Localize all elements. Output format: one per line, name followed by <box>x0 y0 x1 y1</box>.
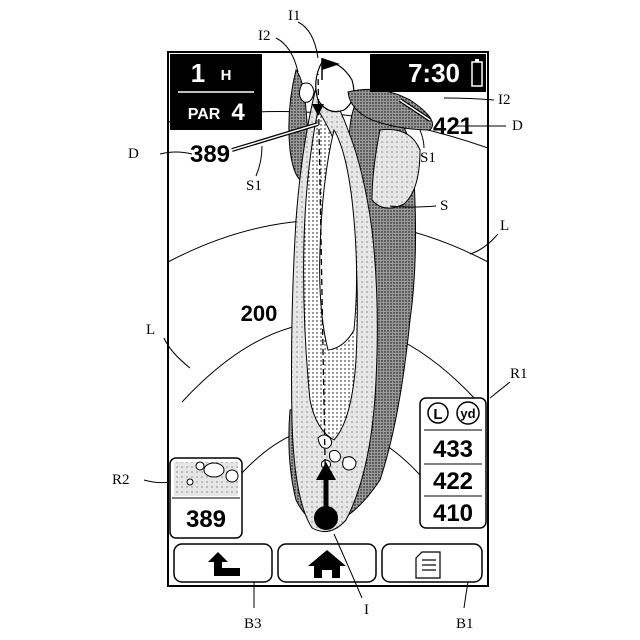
unit-badge: yd <box>457 402 479 424</box>
distance-panel-right[interactable]: L yd 433 422 410 <box>420 398 486 528</box>
svg-text:I2: I2 <box>498 92 511 108</box>
clock-box: 7:30 <box>370 54 486 92</box>
distance-row-1: 433 <box>433 436 473 463</box>
hole-number: 1 <box>191 58 205 88</box>
par-label: PAR <box>188 106 221 123</box>
clock-time: 7:30 <box>408 58 460 88</box>
svg-text:I: I <box>364 602 369 618</box>
distance-row-3: 410 <box>433 500 473 527</box>
home-button[interactable] <box>278 544 376 582</box>
back-button[interactable] <box>174 544 272 582</box>
svg-text:L: L <box>146 322 155 338</box>
distance-row-2: 422 <box>433 468 473 495</box>
svg-text:D: D <box>512 118 523 134</box>
hole-unit: H <box>221 67 232 84</box>
par-value: 4 <box>231 99 245 126</box>
svg-text:I1: I1 <box>288 8 301 24</box>
scorecard-button[interactable] <box>382 544 482 582</box>
green-thumbnail-icon <box>174 462 238 496</box>
svg-text:S: S <box>440 198 448 214</box>
left-panel-value: 389 <box>186 506 226 533</box>
distance-arc-label: 200 <box>241 301 278 326</box>
layup-badge: L <box>428 403 448 423</box>
svg-text:I2: I2 <box>258 28 271 44</box>
svg-text:S1: S1 <box>420 150 436 166</box>
svg-text:B1: B1 <box>456 616 474 632</box>
player-marker-icon <box>314 506 338 530</box>
svg-text:yd: yd <box>460 406 475 421</box>
distance-left: 389 <box>190 141 230 168</box>
svg-text:L: L <box>433 406 442 423</box>
svg-text:D: D <box>128 146 139 162</box>
scorecard-icon <box>416 552 440 578</box>
svg-text:L: L <box>500 218 509 234</box>
distance-panel-left[interactable]: 389 <box>170 458 242 538</box>
hazard-top-left <box>299 83 314 102</box>
hole-info-box: 1 H PAR 4 <box>170 54 262 130</box>
svg-text:S1: S1 <box>246 178 262 194</box>
svg-text:R1: R1 <box>510 366 528 382</box>
svg-text:B3: B3 <box>244 616 262 632</box>
svg-text:R2: R2 <box>112 472 130 488</box>
